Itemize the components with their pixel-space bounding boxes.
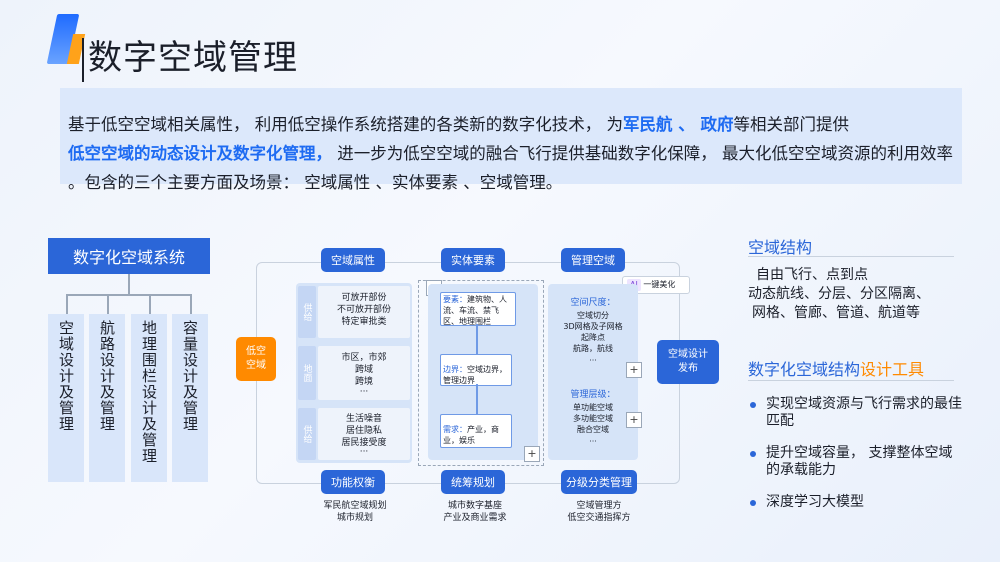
ellipsis: ···	[359, 447, 369, 457]
divider	[748, 380, 954, 381]
bottom-text: 空域管理方 低空交通指挥方	[567, 501, 631, 523]
connector	[66, 294, 190, 296]
arrow-line	[476, 324, 478, 354]
structure-line: 自由飞行、点到点	[756, 267, 868, 283]
system-column: 容量设计及管理	[172, 314, 208, 482]
ellipsis: ···	[359, 387, 369, 397]
connector	[107, 294, 109, 314]
connector	[66, 294, 68, 314]
intro-text: 基于低空空域相关属性， 利用低空操作系统搭建的各类新的数字化技术， 为军民航 、…	[68, 115, 953, 192]
pill-manage: 管理空域	[561, 248, 625, 272]
tool-bullet: 提升空域容量， 支撑整体空域的承载能力	[766, 445, 953, 478]
pill-function: 功能权衡	[321, 470, 385, 494]
entity-text: 要素：建筑物、人流、车流、禁飞区、地理围栏	[443, 295, 507, 326]
pill-airspace-attr: 空域属性	[321, 248, 385, 272]
manage-head: 管理层级：	[570, 390, 616, 400]
title-divider	[82, 38, 84, 82]
attr-group	[318, 286, 410, 338]
page-title: 数字空域管理	[88, 38, 298, 78]
entity-box	[440, 354, 512, 386]
add-icon[interactable]: +	[524, 446, 540, 462]
low-airspace-node: 低空 空域	[236, 337, 276, 381]
connector	[128, 274, 130, 294]
ellipsis: ···	[589, 437, 597, 446]
attr-text: 生活噪音 居住隐私 居民接受度	[341, 414, 387, 448]
attr-label: 地面	[298, 346, 316, 400]
entity-box	[440, 414, 512, 448]
entity-select-frame[interactable]	[418, 280, 544, 466]
system-column: 航路设计及管理	[89, 314, 125, 482]
pill-classification: 分级分类管理	[561, 470, 637, 494]
tool-bullet: 深度学习大模型	[766, 494, 864, 510]
pill-planning: 统筹规划	[441, 470, 505, 494]
attr-text: 可放开部份 不可放开部份 特定审批类	[336, 293, 391, 327]
ai-label: 一键美化	[643, 280, 676, 289]
add-icon[interactable]: +	[626, 412, 642, 428]
connector	[190, 294, 192, 314]
structure-line: 动态航线、分层、分区隔离、	[748, 286, 930, 302]
entity-text: 边界：空域边界，管理边界	[443, 365, 507, 385]
connector	[149, 294, 151, 314]
structure-line: 网格、管廊、管道、航道等	[752, 305, 920, 321]
bullet-dot	[750, 402, 756, 408]
ellipsis: ···	[589, 356, 597, 365]
attr-group	[318, 346, 410, 400]
tool-bullet: 实现空域资源与飞行需求的最佳匹配	[766, 396, 962, 429]
pill-entity: 实体要素	[441, 248, 505, 272]
bullet-dot	[750, 451, 756, 457]
attr-label: 供给	[298, 408, 316, 460]
manage-panel	[548, 284, 638, 460]
system-heading: 数字化空域系统	[48, 238, 210, 274]
manage-head: 空间尺度：	[570, 298, 616, 308]
entity-text: 需求：产业，商业，娱乐	[443, 425, 499, 445]
section-heading-structure: 空域结构	[748, 238, 813, 257]
attr-text: 市区，市郊 跨域 跨境	[341, 353, 387, 387]
intro-panel	[60, 88, 962, 184]
system-column: 地理围栏设计及管理	[131, 314, 167, 482]
divider	[748, 256, 954, 257]
entity-box	[440, 292, 516, 326]
attr-group	[318, 408, 410, 460]
system-column: 空域设计及管理	[48, 314, 84, 482]
manage-text: 空域切分 3D网格及子网格 起降点 航路，航线	[563, 311, 623, 353]
bottom-text: 城市数字基座 产业及商业需求	[443, 501, 507, 523]
section-heading-tool: 数字化空域结构设计工具	[748, 360, 925, 379]
bullet-dot	[750, 500, 756, 506]
manage-text: 单功能空域 多功能空域 融合空域	[573, 403, 613, 434]
add-icon[interactable]: +	[626, 362, 642, 378]
attr-label: 供给	[298, 286, 316, 338]
bottom-text: 军民航空域规划 城市规划	[323, 501, 387, 523]
design-publish-node: 空域设计 发布	[657, 340, 719, 384]
arrow-line	[476, 384, 478, 414]
